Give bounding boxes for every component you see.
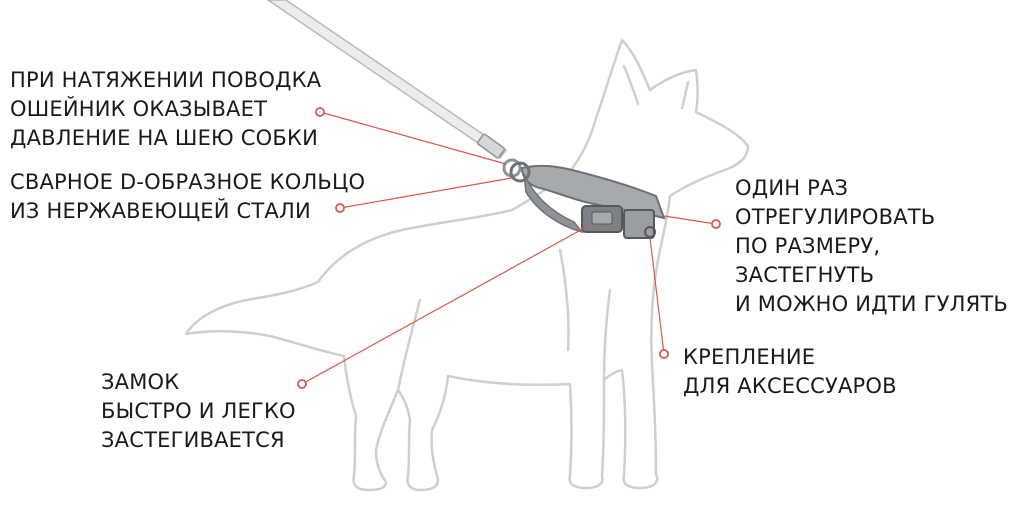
leader-dot-tension <box>315 107 325 117</box>
leader-line-attach <box>649 237 665 355</box>
adjuster-icon <box>623 209 655 239</box>
d-ring-icon <box>509 161 531 183</box>
callout-buckle-line: ЗАМОК <box>101 370 180 394</box>
callout-adjust-line: ОТРЕГУЛИРОВАТЬ <box>735 205 936 229</box>
callout-adjust-line: И МОЖНО ИДТИ ГУЛЯТЬ <box>735 292 1008 316</box>
leash-clip <box>476 133 506 159</box>
callout-accessory-mount: КРЕПЛЕНИЕ ДЛЯ АКСЕССУАРОВ <box>683 343 897 401</box>
leader-lines <box>301 111 717 385</box>
collar <box>509 161 666 239</box>
dog-body-outline <box>184 38 750 492</box>
leader-line-ring <box>339 177 513 209</box>
callout-buckle-line: ЗАСТЕГИВАЕТСЯ <box>101 428 285 452</box>
leader-line-tension <box>319 111 507 165</box>
leader-dot-buckle <box>297 379 307 389</box>
dog-chest-line <box>602 288 612 382</box>
dog-outline <box>184 38 750 492</box>
leader-dot-ring <box>335 203 345 213</box>
leader-line-buckle <box>301 225 589 385</box>
dog-ear-inner <box>622 64 640 106</box>
leader-dot-attach <box>659 349 669 359</box>
callout-buckle: ЗАМОК БЫСТРО И ЛЕГКО ЗАСТЕГИВАЕТСЯ <box>101 368 296 455</box>
callout-accessory-mount-line: КРЕПЛЕНИЕ <box>683 345 816 369</box>
callout-adjust: ОДИН РАЗ ОТРЕГУЛИРОВАТЬ ПО РАЗМЕРУ, ЗАСТ… <box>735 174 1008 319</box>
callout-d-ring-line: ИЗ НЕРЖАВЕЮЩЕЙ СТАЛИ <box>10 199 311 223</box>
callout-buckle-line: БЫСТРО И ЛЕГКО <box>101 399 296 423</box>
callout-adjust-line: ПО РАЗМЕРУ, <box>735 234 881 258</box>
collar-back-strap <box>523 173 585 234</box>
dog-ear-inner-2 <box>680 80 690 110</box>
dog-hip-line <box>396 298 422 392</box>
leader-dots <box>297 107 721 389</box>
dog-shoulder-line <box>558 248 570 352</box>
leader-line-adjust <box>663 215 717 225</box>
callout-leash-tension: ПРИ НАТЯЖЕНИИ ПОВОДКА ОШЕЙНИК ОКАЗЫВАЕТ … <box>10 66 321 153</box>
callout-leash-tension-line: ПРИ НАТЯЖЕНИИ ПОВОДКА <box>10 68 322 92</box>
leader-dot-adjust <box>711 219 721 229</box>
callout-accessory-mount-line: ДЛЯ АКСЕССУАРОВ <box>683 374 897 398</box>
callout-adjust-line: ОДИН РАЗ <box>735 176 849 200</box>
accessory-ring-icon <box>644 226 656 238</box>
callout-adjust-line: ЗАСТЕГНУТЬ <box>735 263 875 287</box>
buckle-slot <box>591 211 613 225</box>
leash-strap <box>266 0 508 160</box>
callout-d-ring-line: СВАРНОЕ D-ОБРАЗНОЕ КОЛЬЦО <box>10 170 366 194</box>
callout-leash-tension-line: ДАВЛЕНИЕ НА ШЕЮ СОБКИ <box>10 126 319 150</box>
callout-leash-tension-line: ОШЕЙНИК ОКАЗЫВАЕТ <box>10 97 268 121</box>
callout-d-ring: СВАРНОЕ D-ОБРАЗНОЕ КОЛЬЦО ИЗ НЕРЖАВЕЮЩЕЙ… <box>10 168 365 226</box>
